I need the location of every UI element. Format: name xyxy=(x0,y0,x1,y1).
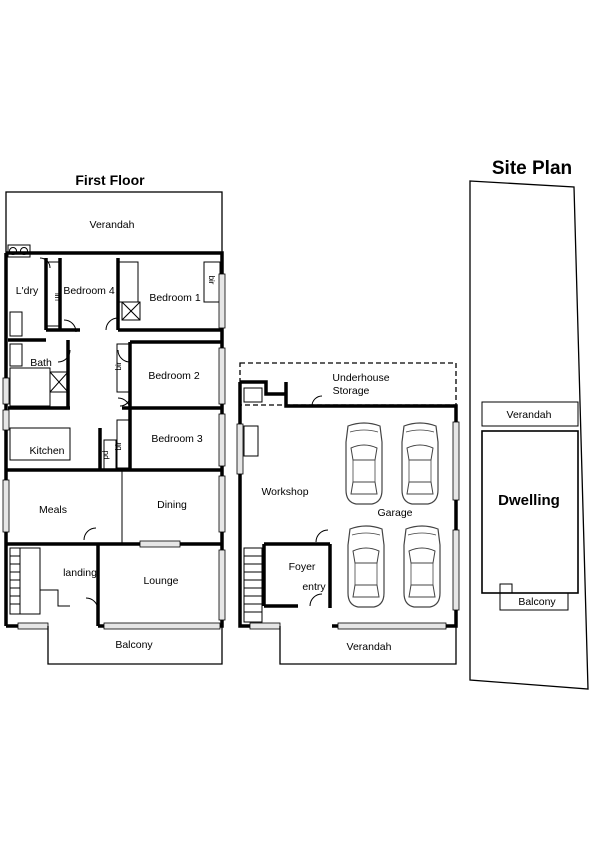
site-verandah xyxy=(481,401,579,427)
label-pantry: pd xyxy=(101,451,110,460)
label-landing: landing xyxy=(63,567,97,579)
labels: First Floor Verandah L'dry lin Bedroom 4… xyxy=(16,158,572,653)
label-balcony: Balcony xyxy=(115,639,153,651)
site-label-dwelling: Dwelling xyxy=(498,492,560,509)
site-plan xyxy=(469,180,589,690)
label-storage: Storage xyxy=(333,385,370,397)
site-label-balcony: Balcony xyxy=(518,596,556,608)
ground-verandah-outline xyxy=(279,626,457,665)
label-bath: Bath xyxy=(30,357,52,369)
label-ground-verandah: Verandah xyxy=(347,641,392,653)
first-floor-title: First Floor xyxy=(75,172,145,188)
label-bedroom4: Bedroom 4 xyxy=(63,285,115,297)
label-bir2: bir xyxy=(114,361,123,370)
site-plan-title: Site Plan xyxy=(492,158,572,179)
underhouse-storage-outline xyxy=(239,362,457,406)
label-linen: lin xyxy=(53,293,62,301)
label-verandah: Verandah xyxy=(90,219,135,231)
site-balcony xyxy=(499,592,569,611)
balcony-outline xyxy=(47,626,223,665)
label-entry: entry xyxy=(302,581,326,593)
first-floor-plan xyxy=(2,191,226,665)
label-workshop: Workshop xyxy=(261,486,308,498)
label-foyer: Foyer xyxy=(289,561,316,573)
label-kitchen: Kitchen xyxy=(29,445,64,457)
label-bir1: bir xyxy=(207,276,216,285)
site-label-verandah: Verandah xyxy=(507,409,552,421)
ground-floor-plan xyxy=(236,362,460,665)
label-bir3: bir xyxy=(114,441,123,450)
site-boundary xyxy=(469,180,589,690)
label-bedroom2: Bedroom 2 xyxy=(148,370,200,382)
label-laundry: L'dry xyxy=(16,285,39,297)
label-dining: Dining xyxy=(157,499,187,511)
label-lounge: Lounge xyxy=(143,575,178,587)
label-garage: Garage xyxy=(377,507,412,519)
label-bedroom3: Bedroom 3 xyxy=(151,433,203,445)
label-bedroom1: Bedroom 1 xyxy=(149,292,201,304)
label-underhouse: Underhouse xyxy=(332,372,389,384)
label-meals: Meals xyxy=(39,504,67,516)
site-dwelling xyxy=(481,430,579,594)
